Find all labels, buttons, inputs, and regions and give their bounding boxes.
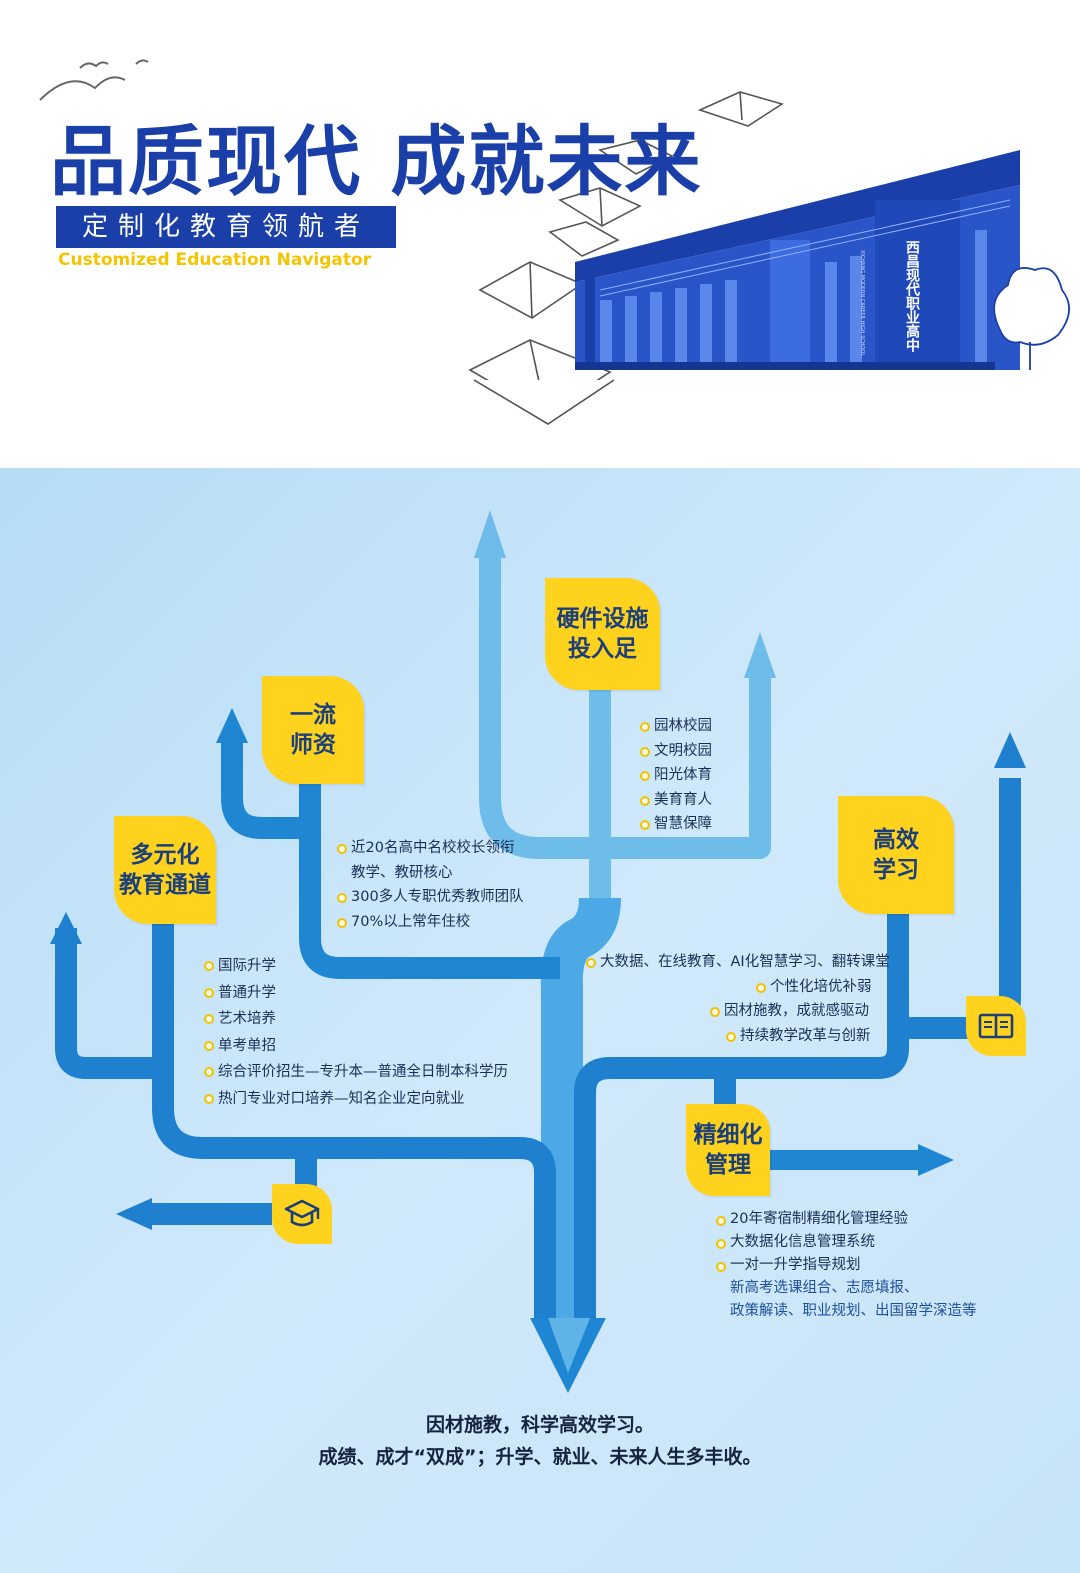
bubble-line: 师资: [290, 732, 336, 758]
subtitle-banner: 定制化教育领航者: [56, 206, 396, 248]
building-sign: 西昌现代职业高中: [904, 240, 921, 353]
list-item: 一对一升学指导规划: [716, 1254, 977, 1277]
page-title: 品质现代 成就未来: [50, 117, 703, 206]
list-item: 国际升学: [204, 953, 508, 980]
teachers-bubble: 一流师资: [262, 676, 364, 784]
hardware-list: 园林校园 文明校园 阳光体育 美育育人 智慧保障: [640, 714, 712, 837]
bubble-line: 多元化: [130, 842, 200, 868]
tree-icon: [993, 267, 1070, 370]
bubble-line: 硬件设施: [556, 606, 649, 632]
arrowhead-up: [50, 912, 82, 944]
footer-line-1: 因材施教，科学高效学习。: [425, 1414, 654, 1436]
bubble-line: 精细化: [693, 1122, 763, 1148]
efficient-bubble: 高效学习: [838, 796, 954, 914]
arrowhead-up: [744, 632, 776, 678]
school-building-icon: 西昌现代职业高中 XICHANG MODERN CAREER HIGH SCHO…: [575, 150, 1020, 370]
graduation-cap-icon: [272, 1184, 332, 1244]
list-item: 阳光体育: [640, 763, 712, 788]
bubble-line: 管理: [705, 1152, 751, 1178]
list-item: 个性化培优补弱: [756, 975, 890, 1000]
list-item: 70%以上常年住校: [337, 910, 524, 935]
list-item: 艺术培养: [204, 1006, 508, 1033]
building-sign-en: XICHANG MODERN CAREER HIGH SCHOOL: [859, 250, 865, 356]
list-item: 300多人专职优秀教师团队: [337, 885, 524, 910]
list-item-continued: 教学、教研核心: [351, 864, 453, 881]
list-item: 因材施教，成就感驱动: [710, 999, 890, 1024]
main-trunk: [540, 897, 621, 1318]
list-item: 智慧保障: [640, 812, 712, 837]
management-list: 20年寄宿制精细化管理经验 大数据化信息管理系统 一对一升学指导规划 新高考选课…: [716, 1208, 977, 1323]
open-book-icon: [966, 996, 1026, 1056]
tree-branches: [50, 510, 1026, 1393]
efficient-list: 大数据、在线教育、AI化智慧学习、翻转课堂 个性化培优补弱 因材施教，成就感驱动…: [586, 950, 890, 1048]
footer-line-2: 成绩、成才“双成”；升学、就业、未来人生多丰收。: [318, 1446, 762, 1468]
hardware-branch: [479, 558, 771, 908]
diverse-bubble: 多元化教育通道: [114, 816, 216, 924]
list-item: 单考单招: [204, 1033, 508, 1060]
list-item: 大数据化信息管理系统: [716, 1231, 977, 1254]
birds-icon: [39, 59, 149, 101]
list-item: 持续教学改革与创新: [726, 1024, 890, 1049]
arrowhead-up: [994, 732, 1026, 768]
management-bubble: 精细化管理: [686, 1104, 770, 1196]
arrowhead-left: [116, 1198, 152, 1230]
bubble-line: 学习: [873, 857, 919, 883]
management-detail-line: 新高考选课组合、志愿填报、: [730, 1280, 919, 1296]
bubble-line: 高效: [873, 827, 919, 853]
diverse-list: 国际升学 普通升学 艺术培养 单考单招 综合评价招生—专升本—普通全日制本科学历…: [204, 953, 508, 1112]
bubble-line: 教育通道: [119, 872, 211, 898]
branch-arrowheads: [50, 510, 1026, 1230]
subtitle-english: Customized Education Navigator: [58, 250, 372, 270]
arrowhead-up: [216, 708, 248, 743]
teachers-list: 近20名高中名校校长领衔 教学、教研核心 300多人专职优秀教师团队 70%以上…: [337, 836, 524, 934]
arrowhead-up: [474, 510, 506, 558]
bubble-line: 投入足: [568, 636, 637, 662]
teachers-branch: [221, 738, 560, 979]
list-item: 园林校园: [640, 714, 712, 739]
list-item: 美育育人: [640, 788, 712, 813]
list-item: 20年寄宿制精细化管理经验: [716, 1208, 977, 1231]
header-banner: 西昌现代职业高中 XICHANG MODERN CAREER HIGH SCHO…: [0, 0, 1080, 468]
arrowhead-right: [918, 1144, 954, 1176]
bubble-line: 一流: [290, 702, 336, 728]
management-detail-line: 政策解读、职业规划、出国留学深造等: [730, 1303, 977, 1319]
list-item: 普通升学: [204, 980, 508, 1007]
list-item: 文明校园: [640, 739, 712, 764]
flying-books-icon: [468, 91, 784, 425]
list-item: 大数据、在线教育、AI化智慧学习、翻转课堂: [586, 950, 890, 975]
list-item: 综合评价招生—专升本—普通全日制本科学历: [204, 1059, 508, 1086]
header-illustration: 西昌现代职业高中 XICHANG MODERN CAREER HIGH SCHO…: [39, 59, 1070, 425]
list-item: 近20名高中名校校长领衔: [337, 836, 524, 861]
education-tree-diagram: 硬件设施投入足 一流师资 多元化教育通道 高效学习 精细化管理 园林校园 文明校…: [0, 468, 1080, 1573]
hardware-bubble: 硬件设施投入足: [545, 578, 660, 690]
list-item: 热门专业对口培养—知名企业定向就业: [204, 1086, 508, 1113]
